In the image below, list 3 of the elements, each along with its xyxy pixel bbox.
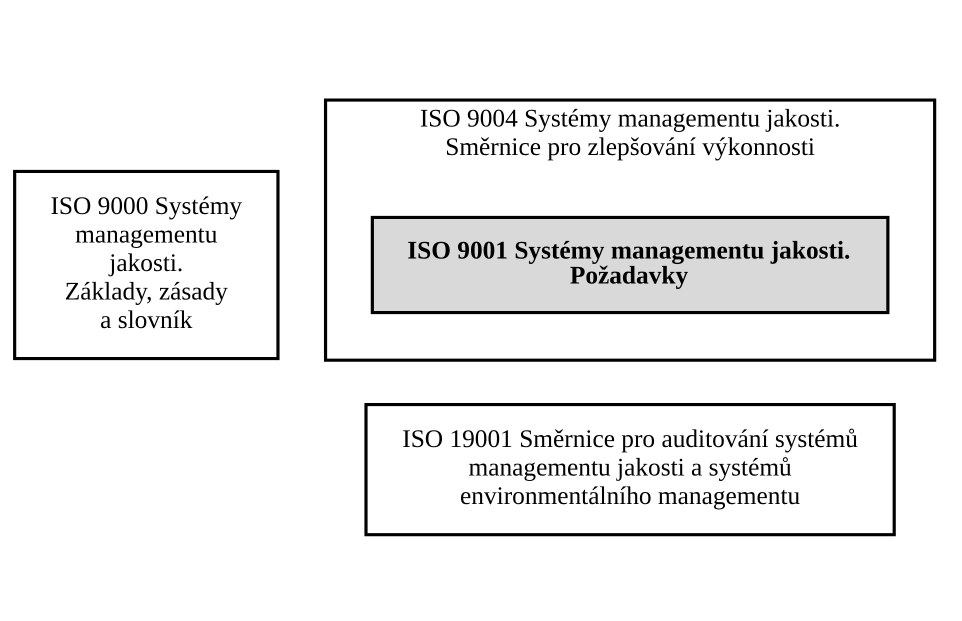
node-box: ISO 9001 Systémy managementu jakosti. Požadavky [370, 215, 890, 314]
node-box: ISO 19001 Směrnice pro auditování systémů managementu jakosti a systémů environmentálního managementu [364, 402, 896, 536]
node-box: ISO 9000 Systémy managementu jakosti. Základy, zásady a slovník [13, 169, 280, 360]
